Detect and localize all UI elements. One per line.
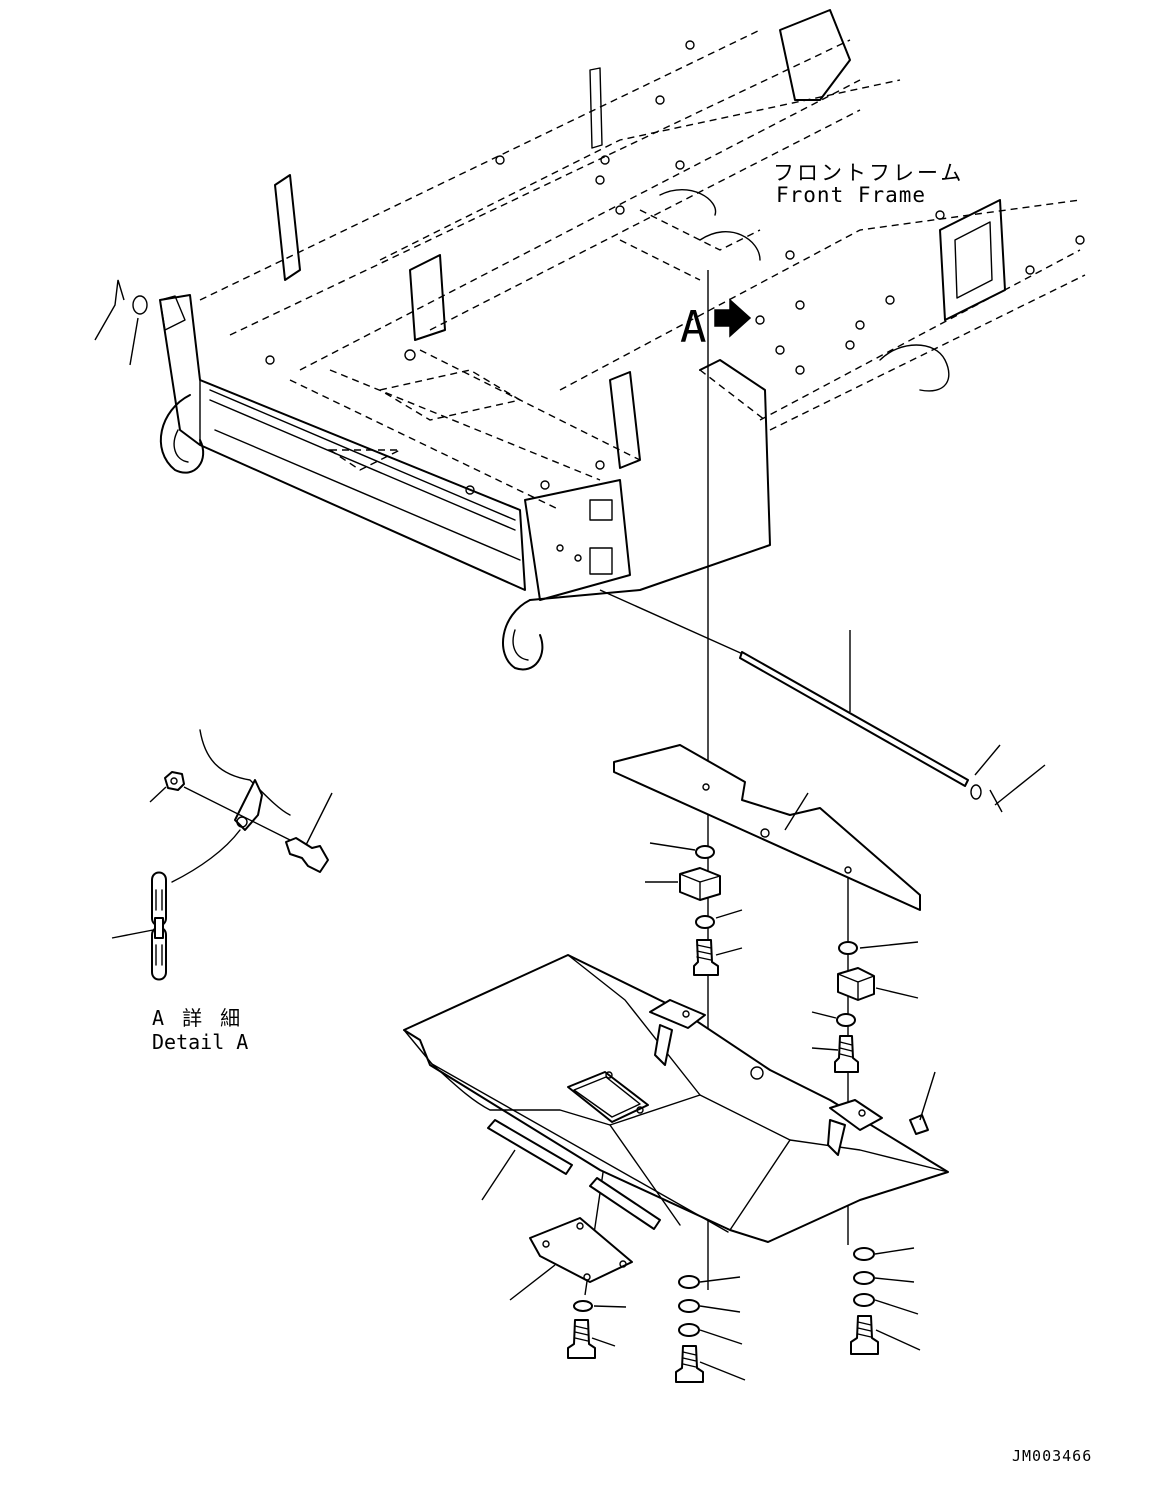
detail-title-en: Detail A [152, 1030, 248, 1054]
view-arrow-icon [714, 298, 752, 338]
cover-plate [613, 744, 921, 911]
right-spacer-stack [811, 941, 919, 1073]
under-cover [403, 954, 949, 1243]
front-frame-label-jp: フロントフレーム [773, 161, 964, 185]
front-frame-label: フロントフレーム Front Frame [773, 161, 964, 207]
front-frame [94, 9, 1086, 671]
detail-a: A 詳 細 Detail A [111, 729, 333, 1054]
view-arrow-letter: A [680, 302, 707, 353]
rod [739, 630, 1046, 813]
front-frame-label-en: Front Frame [776, 183, 926, 207]
detail-title-jp: A 詳 細 [152, 1006, 243, 1030]
view-a-indicator: A [680, 298, 752, 353]
bottom-fastener-stacks [567, 1247, 921, 1383]
left-spacer-stack [645, 842, 743, 976]
drawing-number: JM003466 [1012, 1447, 1092, 1465]
bottom-bracket [509, 1217, 633, 1301]
